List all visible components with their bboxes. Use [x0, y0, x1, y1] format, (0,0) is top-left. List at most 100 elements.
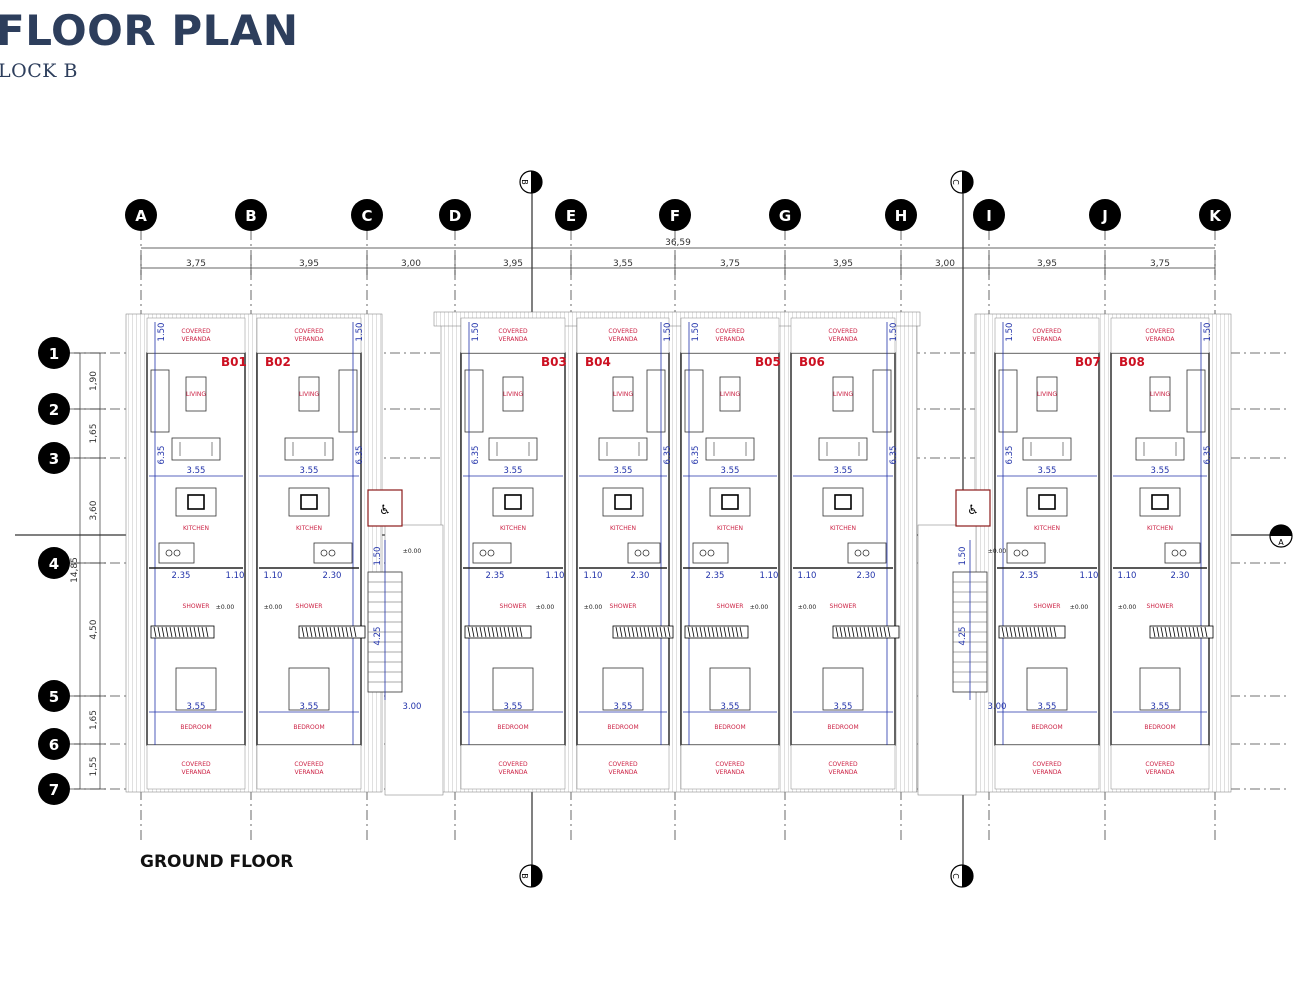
- wardrobe-hanger: [647, 626, 651, 638]
- dining-table-center: [614, 494, 632, 510]
- section-mark-label: C: [951, 873, 960, 879]
- wardrobe-hanger: [507, 626, 511, 638]
- bedroom-width-text: 3.55: [1151, 702, 1170, 712]
- section-mark-fill: [1270, 525, 1292, 536]
- shower-label: SHOWER: [500, 603, 527, 610]
- kitchen-label: KITCHEN: [500, 525, 526, 532]
- apartment-unit: COVEREDVERANDACOVEREDVERANDALIVING3.556.…: [256, 317, 366, 790]
- armchair-unit: [284, 437, 334, 461]
- unit-label: B08: [1119, 355, 1145, 369]
- bath-width-text: 2.35: [486, 571, 505, 581]
- veranda-label: COVERED: [181, 328, 211, 335]
- coffee-table: [185, 376, 207, 412]
- bed: [288, 667, 330, 711]
- wardrobe-hanger: [871, 626, 875, 638]
- bedroom-label: BEDROOM: [827, 724, 858, 731]
- row-grid-bubble: [38, 773, 70, 805]
- column-spacing-text: 3,75: [720, 259, 740, 269]
- veranda-label: COVERED: [498, 328, 528, 335]
- rear-veranda-label: VERANDA: [294, 769, 324, 776]
- wardrobe-hanger: [1184, 626, 1188, 638]
- wardrobe-hanger: [301, 626, 305, 638]
- wardrobe-hanger: [855, 626, 859, 638]
- wardrobe-hanger: [185, 626, 189, 638]
- rear-veranda: [460, 744, 566, 790]
- width-dimension-text: 3.55: [614, 466, 633, 476]
- wardrobe-hanger: [467, 626, 471, 638]
- veranda-label: COVERED: [608, 328, 638, 335]
- rear-veranda: [1110, 744, 1210, 790]
- wardrobe-hanger: [739, 626, 743, 638]
- rear-veranda: [576, 744, 670, 790]
- front-veranda: [256, 317, 362, 354]
- sofa: [338, 369, 358, 433]
- unit-label: B01: [221, 355, 247, 369]
- row-grid-bubble: [38, 337, 70, 369]
- wardrobe-hanger: [1005, 626, 1009, 638]
- column-spacing-text: 3,75: [1150, 259, 1170, 269]
- section-mark: C: [950, 170, 974, 194]
- veranda-depth-text: 1.50: [157, 323, 167, 342]
- wardrobe-hanger: [475, 626, 479, 638]
- wardrobe-hanger: [1029, 626, 1033, 638]
- stair-depth-text: 4.25: [958, 627, 968, 646]
- wardrobe-hanger: [349, 626, 353, 638]
- wardrobe-hanger: [731, 626, 735, 638]
- row-grid-label: 1: [49, 345, 59, 363]
- stove-burner: [642, 549, 650, 557]
- stove-burner: [634, 549, 642, 557]
- level-text: ±0.00: [750, 604, 769, 611]
- width-dimension-text: 3.55: [187, 466, 206, 476]
- unit-label: B07: [1075, 355, 1101, 369]
- bath-width-text: 2.30: [323, 571, 342, 581]
- stair-veranda-text: 1.50: [373, 547, 383, 566]
- wardrobe-hanger: [1172, 626, 1176, 638]
- bath-width-text: 2.35: [172, 571, 191, 581]
- sofa: [998, 369, 1018, 433]
- section-mark-label: C: [951, 179, 960, 185]
- wardrobe-hanger: [867, 626, 871, 638]
- wardrobe-hanger: [173, 626, 177, 638]
- wardrobe-hanger: [181, 626, 185, 638]
- rear-veranda-label: COVERED: [181, 761, 211, 768]
- wardrobe-hanger: [711, 626, 715, 638]
- stair-level-text: ±0.00: [988, 548, 1007, 555]
- unit-height-text: 6.35: [355, 446, 365, 465]
- level-text: ±0.00: [536, 604, 555, 611]
- armchair-unit: [488, 437, 538, 461]
- wardrobe-hanger: [169, 626, 173, 638]
- stairway: 1.504.253.00±0.00♿: [367, 489, 421, 712]
- hall-width-text: 1.10: [1080, 571, 1099, 581]
- column-grid-bubble: [659, 199, 691, 231]
- stove-burner: [328, 549, 336, 557]
- wardrobe-hanger: [651, 626, 655, 638]
- wardrobe-hanger: [1200, 626, 1204, 638]
- wardrobe-hanger: [859, 626, 863, 638]
- bedroom-width-text: 3.55: [187, 702, 206, 712]
- wardrobe-hanger: [1160, 626, 1164, 638]
- wardrobe-hanger: [699, 626, 703, 638]
- section-mark: B: [519, 170, 543, 194]
- bedroom-label: BEDROOM: [714, 724, 745, 731]
- unit-label: B02: [265, 355, 291, 369]
- column-grid-bubble: [1199, 199, 1231, 231]
- hall-width-text: 1.10: [1118, 571, 1137, 581]
- column-grid-label: H: [895, 207, 908, 225]
- column-spacing-text: 3,55: [613, 259, 633, 269]
- column-grid-label: G: [779, 207, 791, 225]
- kitchen-label: KITCHEN: [183, 525, 209, 532]
- wardrobe-hanger: [1017, 626, 1021, 638]
- bed: [822, 667, 864, 711]
- hall-width-text: 1.10: [226, 571, 245, 581]
- stove-burner: [1013, 549, 1021, 557]
- coffee-table: [719, 376, 741, 412]
- veranda-depth-text: 1.50: [691, 323, 701, 342]
- width-dimension-text: 3.55: [504, 466, 523, 476]
- wardrobe-hanger: [515, 626, 519, 638]
- wardrobe-hanger: [337, 626, 341, 638]
- bedroom-label: BEDROOM: [1031, 724, 1062, 731]
- wardrobe-hanger: [205, 626, 209, 638]
- living-label: LIVING: [503, 391, 523, 398]
